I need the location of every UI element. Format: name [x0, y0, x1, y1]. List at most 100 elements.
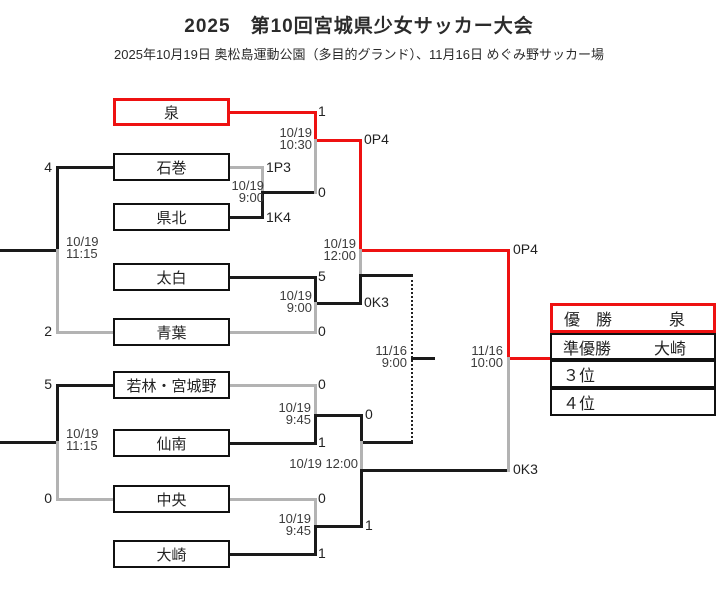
- line-wakabayashi-r1: [230, 384, 315, 387]
- match-time-semifinal2: 10/19 12:00: [289, 456, 358, 471]
- line-qf-winner: [315, 139, 360, 142]
- line-r1a-winner: [262, 191, 315, 194]
- line-sf2-winner: [361, 469, 508, 472]
- score-chuo-consolation: 0: [44, 490, 52, 506]
- team-name: 石巻: [156, 159, 187, 177]
- score-chuo-round1: 0: [318, 490, 326, 506]
- junction-consolation-a-top: [56, 166, 59, 252]
- line-r1b-winner: [315, 302, 360, 305]
- result-value: 大崎: [653, 340, 686, 358]
- team-name: 県北: [156, 209, 187, 227]
- line-ishinomaki-consolation: [57, 166, 113, 169]
- junction-r1d-top: [314, 498, 317, 528]
- team-name: 大崎: [156, 546, 187, 564]
- result-row-runner-up: 準優勝 大崎: [550, 333, 716, 360]
- line-kenpoku-r1: [230, 216, 262, 219]
- team-box-osaki: 大崎: [113, 540, 230, 568]
- team-name: 若林・宮城野: [126, 377, 217, 395]
- result-label: 準優勝: [563, 340, 612, 358]
- result-row-third: ３位: [550, 360, 716, 388]
- junction-consolation-a-bottom: [56, 249, 59, 334]
- junction-consolation-b-top: [56, 384, 59, 444]
- score-aoba-consolation: 2: [44, 323, 52, 339]
- line-chuo-consolation: [57, 498, 113, 501]
- junction-final-bottom: [507, 357, 510, 472]
- line-aoba-consolation: [57, 331, 113, 334]
- team-box-ishinomaki: 石巻: [113, 153, 230, 181]
- junction-qf-top: [314, 111, 317, 142]
- line-osaki-r1: [230, 553, 315, 556]
- score-wakabayashi-round1: 0: [318, 376, 326, 392]
- team-box-taihaku: 太白: [113, 263, 230, 291]
- team-box-chuo: 中央: [113, 485, 230, 513]
- junction-r1c-bottom: [314, 414, 317, 445]
- team-box-kenpoku: 県北: [113, 203, 230, 231]
- team-name: 中央: [156, 491, 187, 509]
- line-taihaku-r1: [230, 276, 315, 279]
- junction-consolation-b-bottom: [56, 441, 59, 501]
- score-ishinomaki-round1: 1P3: [266, 159, 291, 175]
- score-ishinomaki-consolation: 4: [44, 159, 52, 175]
- junction-r1a-top: [261, 166, 264, 194]
- score-osaki-final: 0K3: [513, 461, 538, 477]
- line-sf1-loser-to-third: [360, 274, 413, 277]
- line-chuo-r1: [230, 498, 315, 501]
- score-kenpoku-round1: 1K4: [266, 209, 291, 225]
- score-aoba-round1: 0: [318, 323, 326, 339]
- score-taihaku-round1: 5: [318, 268, 326, 284]
- result-value: 泉: [668, 312, 685, 329]
- team-box-aoba: 青葉: [113, 318, 230, 346]
- score-wakabayashi-consolation: 5: [44, 376, 52, 392]
- junction-sf1-mid: [359, 249, 362, 277]
- line-ishinomaki-r1: [230, 166, 262, 169]
- line-sennan-r1: [230, 442, 315, 445]
- team-name: 泉: [163, 104, 179, 122]
- junction-sf2-bottom: [360, 469, 363, 528]
- result-label: ３位: [563, 368, 596, 385]
- line-wakabayashi-consolation: [57, 384, 113, 387]
- result-row-champion: 優 勝 泉: [550, 303, 716, 333]
- team-box-wakabayashi-miyagino: 若林・宮城野: [113, 371, 230, 399]
- score-sennan-semifinal2: 0: [365, 406, 373, 422]
- score-taihaku-semifinal1: 0K3: [364, 294, 389, 310]
- result-label: ４位: [563, 396, 596, 413]
- team-box-sennan: 仙南: [113, 429, 230, 457]
- line-third-place-tick: [411, 357, 435, 360]
- junction-sf2-mid: [360, 441, 363, 472]
- junction-r1c-top: [314, 384, 317, 417]
- score-osaki-round1: 1: [318, 545, 326, 561]
- line-r1d-winner: [315, 525, 361, 528]
- line-sf2-loser-to-third: [361, 441, 413, 444]
- junction-r1d-bottom: [314, 525, 317, 556]
- junction-sf1-top: [359, 139, 362, 252]
- page-title: 2025 第10回宮城県少女サッカー大会: [184, 16, 534, 37]
- score-izumi-final: 0P4: [513, 241, 538, 257]
- line-izumi-to-qf: [230, 111, 315, 114]
- score-izumi-quarterfinal: 1: [318, 103, 326, 119]
- junction-r1b-bottom: [314, 302, 317, 334]
- junction-r1b-top: [314, 276, 317, 305]
- team-name: 仙南: [156, 435, 187, 453]
- team-name: 太白: [156, 269, 187, 287]
- score-sennan-round1: 1: [318, 434, 326, 450]
- line-aoba-r1: [230, 331, 315, 334]
- line-consolation-a-winner: [0, 249, 57, 252]
- team-box-izumi: 泉: [113, 98, 230, 126]
- score-izumi-semifinal1: 0P4: [364, 131, 389, 147]
- result-row-fourth: ４位: [550, 388, 716, 416]
- third-place-dotted-connector: [411, 275, 413, 442]
- line-final-winner: [508, 357, 550, 360]
- junction-final-top: [507, 249, 510, 360]
- team-name: 青葉: [156, 324, 187, 342]
- junction-qf-bottom: [314, 139, 317, 194]
- result-label: 優 勝: [564, 312, 613, 329]
- junction-r1a-bottom: [261, 191, 264, 219]
